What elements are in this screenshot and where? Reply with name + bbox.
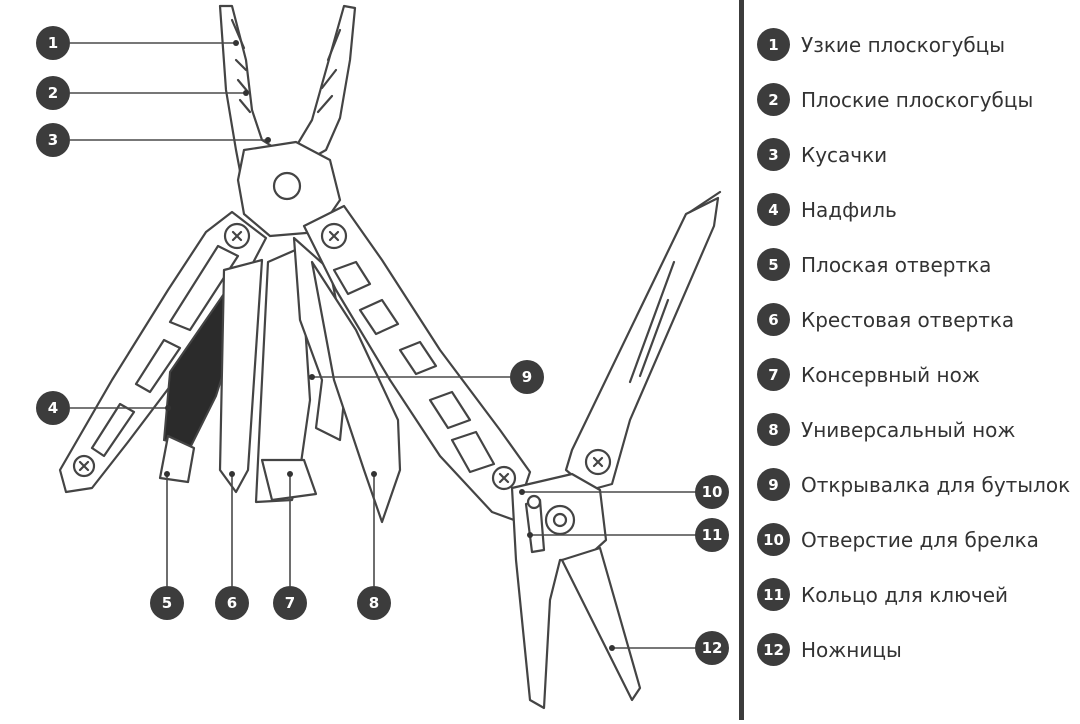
legend-label: Плоская отвертка xyxy=(801,253,992,277)
legend-number-badge: 3 xyxy=(757,138,790,171)
legend-number-badge: 6 xyxy=(757,303,790,336)
legend-number-badge: 9 xyxy=(757,468,790,501)
svg-text:11: 11 xyxy=(702,526,723,544)
legend-label: Консервный нож xyxy=(801,363,980,387)
callout-1: 1 xyxy=(36,26,70,60)
svg-text:12: 12 xyxy=(702,639,723,657)
legend-label: Надфиль xyxy=(801,198,897,222)
legend-label: Узкие плоскогубцы xyxy=(801,33,1006,57)
callout-2: 2 xyxy=(36,76,70,110)
legend-item: 9 Открывалка для бутылок xyxy=(752,464,1080,504)
legend-number-badge: 11 xyxy=(757,578,790,611)
legend-divider xyxy=(739,0,744,720)
legend-label: Крестовая отвертка xyxy=(801,308,1015,332)
svg-text:6: 6 xyxy=(227,594,237,612)
legend-label: Отверстие для брелка xyxy=(801,528,1039,552)
svg-text:1: 1 xyxy=(48,34,58,52)
legend-item: 3 Кусачки xyxy=(752,134,1080,174)
legend-label: Кусачки xyxy=(801,143,888,167)
svg-text:3: 3 xyxy=(48,131,58,149)
svg-text:8: 8 xyxy=(369,594,379,612)
scissors-tool xyxy=(510,190,722,710)
legend-label: Ножницы xyxy=(801,638,902,662)
legend-item: 6 Крестовая отвертка xyxy=(752,299,1080,339)
legend-number-badge: 10 xyxy=(757,523,790,556)
pliers-tool xyxy=(58,4,532,524)
svg-text:5: 5 xyxy=(162,594,172,612)
callout-6: 6 xyxy=(215,586,249,620)
legend-number-badge: 8 xyxy=(757,413,790,446)
legend-item: 1 Узкие плоскогубцы xyxy=(752,24,1080,64)
legend-item: 2 Плоские плоскогубцы xyxy=(752,79,1080,119)
legend-item: 8 Универсальный нож xyxy=(752,409,1080,449)
leader-lines xyxy=(70,40,696,651)
legend-number-badge: 5 xyxy=(757,248,790,281)
svg-text:4: 4 xyxy=(48,399,58,417)
legend-item: 5 Плоская отвертка xyxy=(752,244,1080,284)
legend-number-badge: 4 xyxy=(757,193,790,226)
legend-number-badge: 7 xyxy=(757,358,790,391)
callout-11: 11 xyxy=(695,518,729,552)
legend-number-badge: 2 xyxy=(757,83,790,116)
callout-12: 12 xyxy=(695,631,729,665)
callout-9: 9 xyxy=(510,360,544,394)
legend-item: 11 Кольцо для ключей xyxy=(752,574,1080,614)
callout-3: 3 xyxy=(36,123,70,157)
svg-text:9: 9 xyxy=(522,368,532,386)
svg-text:2: 2 xyxy=(48,84,58,102)
legend-item: 7 Консервный нож xyxy=(752,354,1080,394)
legend-number-badge: 1 xyxy=(757,28,790,61)
legend-label: Плоские плоскогубцы xyxy=(801,88,1034,112)
multitool-illustration: 1 2 3 4 5 6 7 8 9 10 11 12 xyxy=(36,4,729,710)
legend-item: 12 Ножницы xyxy=(752,629,1080,669)
callout-4: 4 xyxy=(36,391,70,425)
svg-text:7: 7 xyxy=(285,594,295,612)
legend: 1 Узкие плоскогубцы 2 Плоские плоскогубц… xyxy=(752,0,1080,720)
svg-text:10: 10 xyxy=(702,483,723,501)
legend-item: 10 Отверстие для брелка xyxy=(752,519,1080,559)
legend-item: 4 Надфиль xyxy=(752,189,1080,229)
legend-label: Кольцо для ключей xyxy=(801,583,1009,607)
callout-8: 8 xyxy=(357,586,391,620)
legend-label: Универсальный нож xyxy=(801,418,1016,442)
callout-10: 10 xyxy=(695,475,729,509)
legend-number-badge: 12 xyxy=(757,633,790,666)
callout-7: 7 xyxy=(273,586,307,620)
callout-5: 5 xyxy=(150,586,184,620)
legend-label: Открывалка для бутылок xyxy=(801,473,1071,497)
